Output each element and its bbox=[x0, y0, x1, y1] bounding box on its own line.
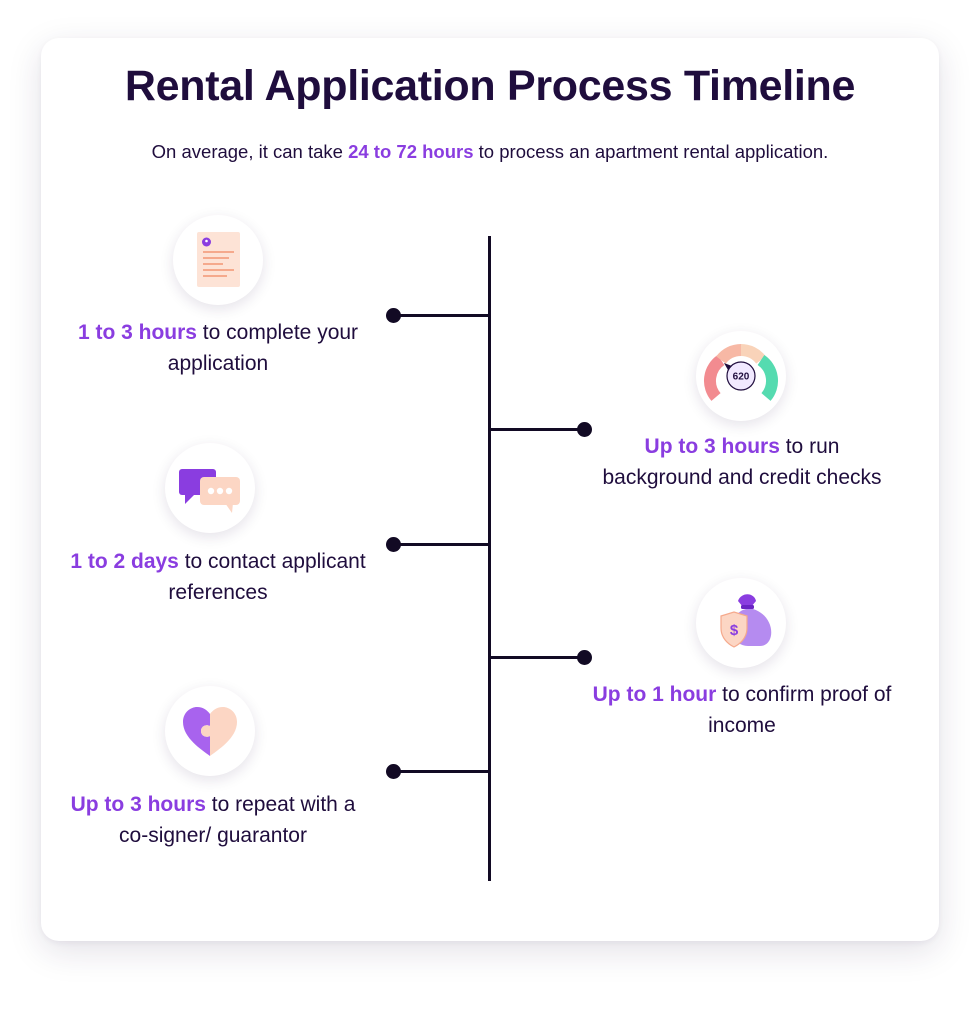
step-3-icon-badge bbox=[165, 443, 255, 533]
step-5-text: to repeat with a co-signer/ guarantor bbox=[119, 793, 356, 847]
step-4-duration: Up to 1 hour bbox=[592, 683, 717, 706]
application-document-icon bbox=[197, 232, 240, 287]
step-2-text: to run background and credit checks bbox=[602, 435, 882, 489]
timeline-branch-1 bbox=[395, 314, 490, 317]
chat-bubbles-icon bbox=[179, 469, 240, 513]
timeline-dot-3 bbox=[386, 537, 401, 552]
step-2-icon-badge: 620 bbox=[696, 331, 786, 421]
timeline-dot-2 bbox=[577, 422, 592, 437]
step-3-description: 1 to 2 days to contact applicant referen… bbox=[68, 546, 368, 608]
timeline-dot-4 bbox=[577, 650, 592, 665]
subtitle-highlight: 24 to 72 hours bbox=[348, 141, 474, 162]
page-title: Rental Application Process Timeline bbox=[124, 62, 856, 110]
timeline-branch-4 bbox=[488, 656, 584, 659]
step-4-icon-badge: $ bbox=[696, 578, 786, 668]
gauge-score-value: 620 bbox=[733, 372, 750, 383]
svg-text:$: $ bbox=[730, 622, 739, 639]
timeline-dot-1 bbox=[386, 308, 401, 323]
money-bag-shield-icon: $ bbox=[720, 594, 772, 648]
step-1-text: to complete your application bbox=[167, 321, 359, 375]
timeline-branch-2 bbox=[488, 428, 584, 431]
step-2-duration: Up to 3 hours bbox=[644, 435, 780, 458]
credit-score-gauge-icon: 620 bbox=[704, 344, 778, 401]
step-5-duration: Up to 3 hours bbox=[70, 793, 206, 816]
timeline-branch-5 bbox=[395, 770, 490, 773]
step-3-duration: 1 to 2 days bbox=[70, 550, 179, 573]
step-4-description: Up to 1 hour to confirm proof of income bbox=[592, 679, 892, 741]
step-5-icon-badge bbox=[165, 686, 255, 776]
timeline-axis bbox=[488, 236, 491, 881]
timeline-dot-5 bbox=[386, 764, 401, 779]
timeline-branch-3 bbox=[395, 543, 490, 546]
step-2-description: Up to 3 hours to run background and cred… bbox=[592, 431, 892, 493]
step-3-text: to contact applicant references bbox=[168, 550, 366, 604]
step-4-text: to confirm proof of income bbox=[708, 683, 892, 737]
subtitle: On average, it can take 24 to 72 hours t… bbox=[0, 141, 980, 163]
subtitle-text-before: On average, it can take bbox=[151, 141, 349, 162]
step-1-description: 1 to 3 hours to complete your applicatio… bbox=[68, 317, 368, 379]
puzzle-heart-icon bbox=[183, 707, 237, 756]
step-5-description: Up to 3 hours to repeat with a co-signer… bbox=[63, 789, 363, 851]
step-1-icon-badge bbox=[173, 215, 263, 305]
subtitle-text-after: to process an apartment rental applicati… bbox=[473, 141, 829, 162]
step-1-duration: 1 to 3 hours bbox=[77, 321, 197, 344]
